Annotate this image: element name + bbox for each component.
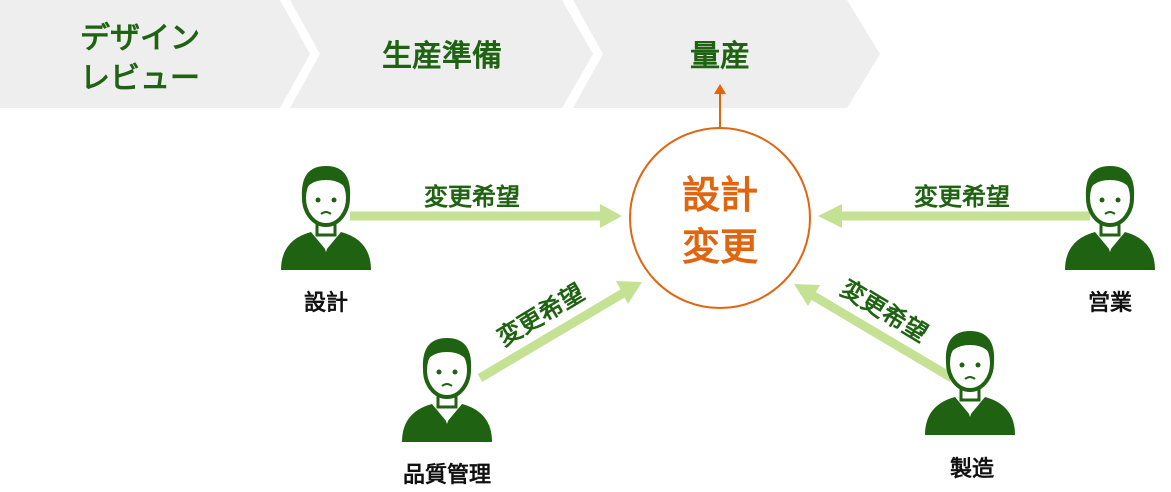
arrows <box>350 204 1090 382</box>
up-arrow <box>714 84 726 128</box>
center-line1: 設計 <box>682 173 758 217</box>
chevron-design-review <box>0 0 310 108</box>
phase-chevrons: デザイン レビュー 生産準備 量産 <box>0 0 880 108</box>
person-quality-icon <box>400 336 494 444</box>
chevron-production-prep <box>290 0 593 108</box>
person-manufacturing-label: 製造 <box>949 456 994 482</box>
person-design-label: 設計 <box>304 290 348 316</box>
request-label-sales: 変更希望 <box>914 183 1010 211</box>
phase-design-review-line1: デザイン <box>80 21 200 56</box>
person-sales-label: 営業 <box>1088 290 1133 316</box>
chevron-mass-production <box>573 0 880 108</box>
phase-production-prep: 生産準備 <box>382 39 502 74</box>
phase-mass-production: 量産 <box>690 39 750 74</box>
request-label-design: 変更希望 <box>424 183 520 211</box>
person-manufacturing-icon <box>923 329 1017 437</box>
center-line2: 変更 <box>682 225 759 269</box>
phase-design-review-line2: レビュー <box>80 61 200 96</box>
design-change-circle <box>629 127 811 309</box>
person-quality-label: 品質管理 <box>403 462 491 488</box>
